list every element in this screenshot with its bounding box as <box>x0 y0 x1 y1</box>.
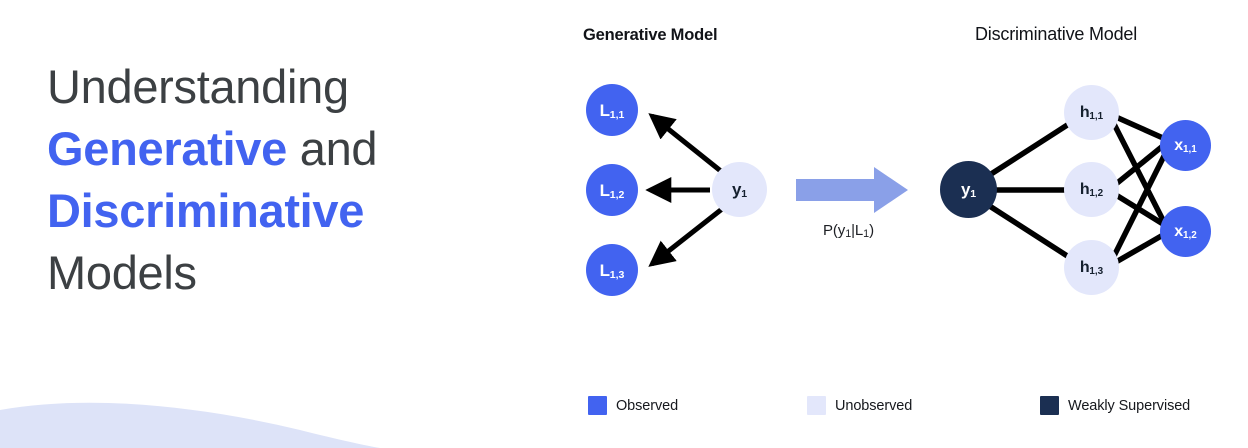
node-h-1-2-label: h1,2 <box>1079 180 1104 199</box>
edge-h13-x11 <box>1110 149 1169 261</box>
edge-h11-x11 <box>1113 114 1166 141</box>
legend-label-weakly-supervised: Weakly Supervised <box>1068 397 1191 414</box>
headline-line-1: Understanding <box>47 56 477 118</box>
node-h-1-1-label: h1,1 <box>1079 103 1104 122</box>
node-x-1-2[interactable]: x1,2 <box>1160 206 1211 257</box>
probability-label: P(y1|L1) <box>823 222 874 240</box>
discriminative-model-title: Discriminative Model <box>975 24 1138 44</box>
edge-h12-x11 <box>1113 142 1167 187</box>
edge-dy1-h13 <box>985 202 1075 262</box>
headline-line-3: Discriminative <box>47 180 477 242</box>
page-title: Understanding Generative and Discriminat… <box>47 56 477 304</box>
edge-h12-x12 <box>1113 192 1166 227</box>
headline-text-models: Models <box>47 246 197 299</box>
generative-model-title: Generative Model <box>583 26 718 44</box>
node-x-1-1[interactable]: x1,1 <box>1160 120 1211 171</box>
node-generative-y-1[interactable]: y1 <box>712 162 767 217</box>
node-L-1-2[interactable]: L1,2 <box>586 164 638 216</box>
node-x-1-1-label: x1,1 <box>1174 136 1197 155</box>
node-L-1-3-label: L1,3 <box>599 260 625 281</box>
legend-item-weakly-supervised: Weakly Supervised <box>1040 396 1190 415</box>
node-x-1-2-label: x1,2 <box>1174 222 1197 241</box>
legend-swatch-observed <box>588 396 607 415</box>
node-L-1-1[interactable]: L1,1 <box>586 84 638 136</box>
edge-h11-x12 <box>1110 119 1169 229</box>
legend-label-unobserved: Unobserved <box>835 397 913 414</box>
legend-label-observed: Observed <box>616 397 679 414</box>
headline-accent-discriminative: Discriminative <box>47 184 365 237</box>
node-L-1-3[interactable]: L1,3 <box>586 244 638 296</box>
headline-line-4: Models <box>47 242 477 304</box>
legend-swatch-weakly-supervised <box>1040 396 1059 415</box>
headline-text-understanding: Understanding <box>47 60 349 113</box>
headline-line-2: Generative and <box>47 118 477 180</box>
node-h-1-1[interactable]: h1,1 <box>1064 85 1119 140</box>
edge-y1-L11 <box>648 113 724 174</box>
edge-h13-x12 <box>1113 232 1166 265</box>
node-h-1-3[interactable]: h1,3 <box>1064 240 1119 295</box>
transition-arrow-icon <box>796 167 908 213</box>
legend-item-unobserved: Unobserved <box>807 396 912 415</box>
edge-dy1-h11 <box>985 119 1075 179</box>
headline-accent-generative: Generative <box>47 122 287 175</box>
node-discriminative-y-1[interactable]: y1 <box>940 161 997 218</box>
node-h-1-3-label: h1,3 <box>1079 258 1104 277</box>
legend-swatch-unobserved <box>807 396 826 415</box>
edge-y1-L13 <box>648 207 724 267</box>
headline-text-and: and <box>286 122 378 175</box>
node-L-1-1-label: L1,1 <box>599 100 625 121</box>
node-h-1-2[interactable]: h1,2 <box>1064 162 1119 217</box>
legend-item-observed: Observed <box>588 396 678 415</box>
node-discriminative-y-1-label: y1 <box>960 180 977 201</box>
node-L-1-2-label: L1,2 <box>599 180 625 201</box>
node-generative-y-1-label: y1 <box>731 180 748 201</box>
